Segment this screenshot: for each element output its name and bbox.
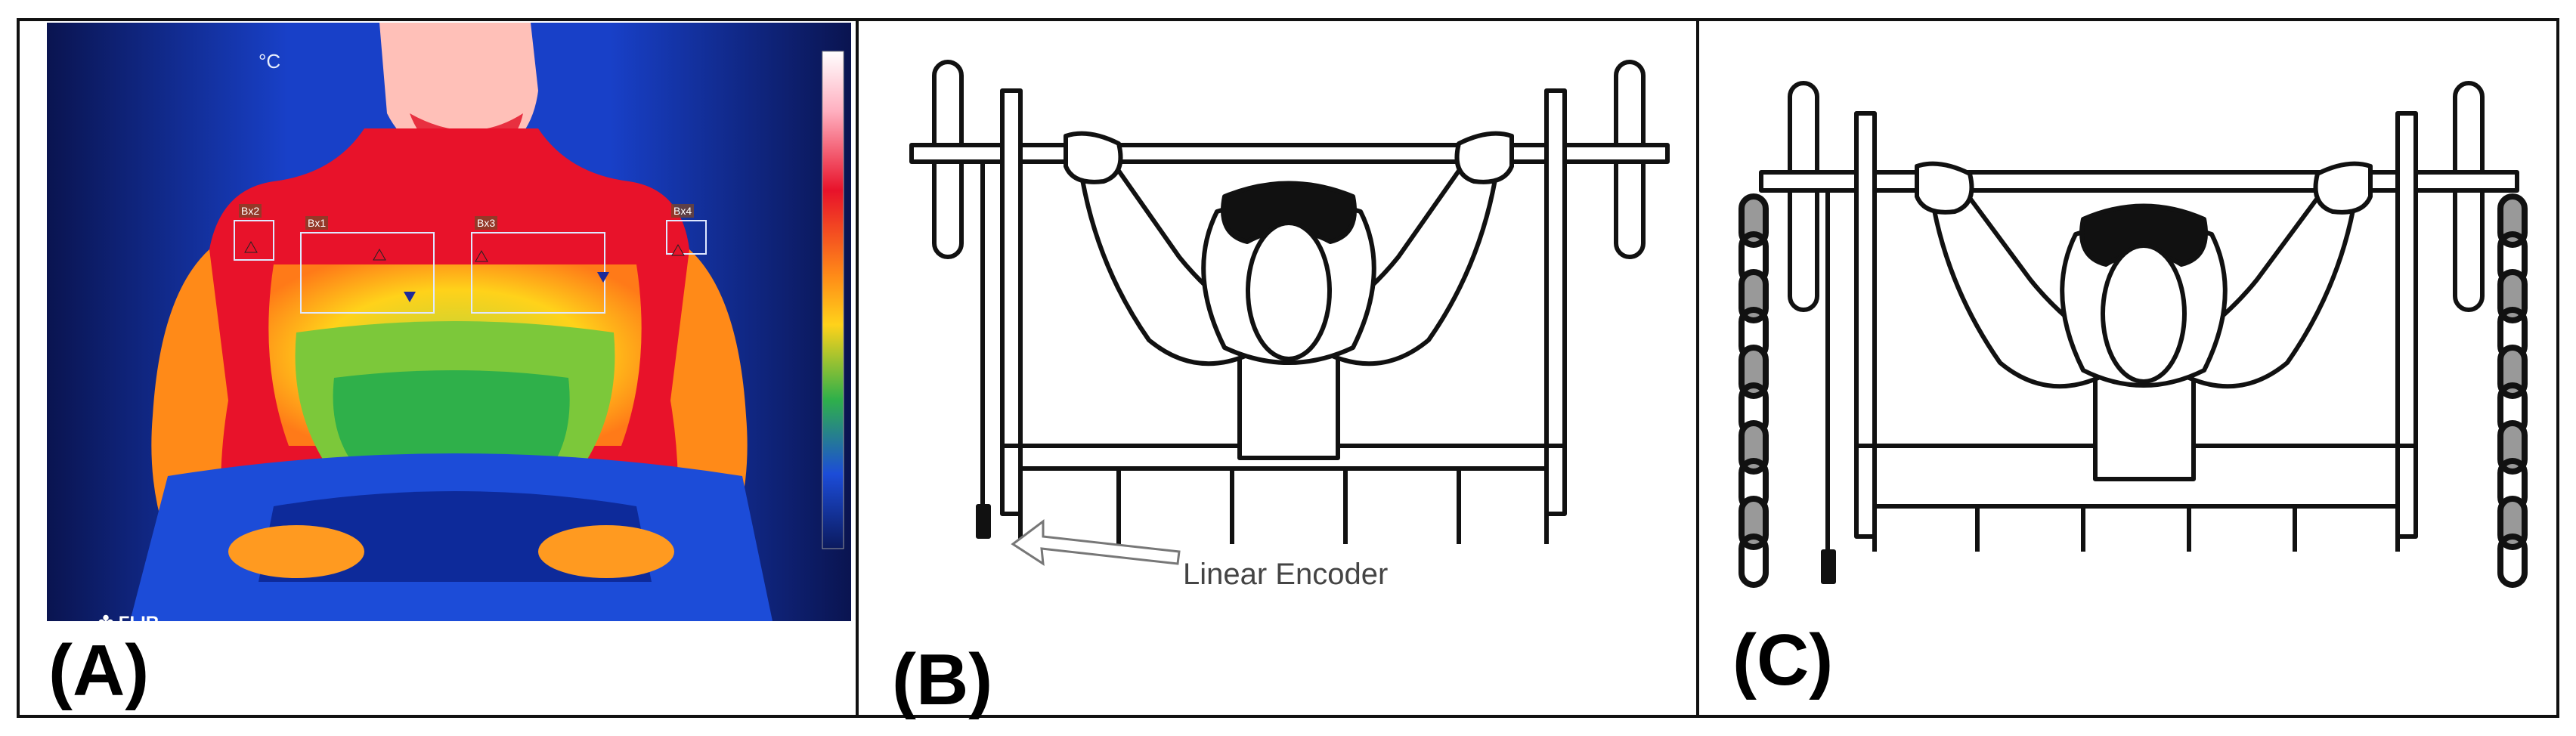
thermal-picture (47, 23, 851, 621)
linear-encoder-label: Linear Encoder (1183, 558, 1389, 591)
thermal-image: °C Bx2 Bx1 Bx3 Bx4 ✤ FLIR (47, 23, 851, 621)
roi-label-bx3: Bx3 (475, 216, 498, 230)
panel-label-c: (C) (1732, 620, 1834, 700)
panel-label-a: (A) (48, 630, 150, 711)
panel-divider-2 (1696, 18, 1699, 718)
panel-divider-1 (856, 18, 859, 718)
bench-press-drawing (909, 60, 1670, 566)
chain-bench-press-illustration (1705, 23, 2552, 631)
flir-brand-text: FLIR (119, 613, 159, 621)
temperature-unit-label: °C (259, 50, 281, 73)
panel-label-b: (B) (892, 639, 993, 720)
chain-bench-press-drawing (1738, 81, 2528, 588)
figure-frame (17, 18, 2559, 718)
flir-logo: ✤ FLIR (98, 612, 159, 621)
bench-press-illustration (862, 23, 1693, 631)
roi-label-bx4: Bx4 (671, 204, 695, 218)
roi-label-bx2: Bx2 (239, 204, 262, 218)
roi-label-bx1: Bx1 (305, 216, 329, 230)
